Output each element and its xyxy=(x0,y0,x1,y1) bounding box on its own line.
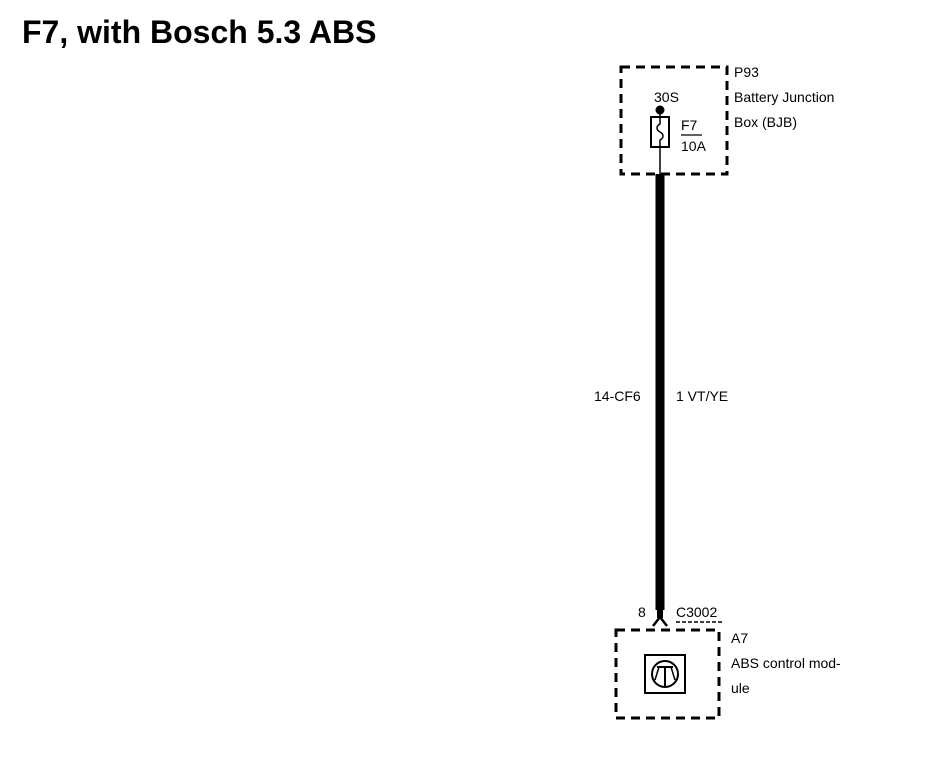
terminal-label: 30S xyxy=(654,89,679,105)
fuse-icon xyxy=(650,116,670,148)
junction-box-name-line1: Battery Junction xyxy=(734,89,835,105)
junction-box-name-line2: Box (BJB) xyxy=(734,114,798,130)
transistor-icon xyxy=(644,654,686,694)
wire-spec-label: 1 VT/YE xyxy=(676,388,729,404)
wire-circuit-label: 14-CF6 xyxy=(594,388,641,404)
module-name-line1: ABS control mod- xyxy=(731,655,841,671)
module-boundary xyxy=(614,628,721,720)
module-ref: A7 xyxy=(731,630,749,646)
junction-box-boundary xyxy=(619,65,729,176)
connector-pin: 8 xyxy=(638,604,646,620)
diagram-title: F7, with Bosch 5.3 ABS xyxy=(22,14,377,50)
module-name-line2: ule xyxy=(731,680,750,696)
connector-c3002-terminal xyxy=(652,614,668,627)
connector-ref: C3002 xyxy=(676,604,718,620)
fuse-id: F7 xyxy=(681,117,698,133)
junction-box-ref: P93 xyxy=(734,64,759,80)
fuse-rating: 10A xyxy=(681,138,706,154)
